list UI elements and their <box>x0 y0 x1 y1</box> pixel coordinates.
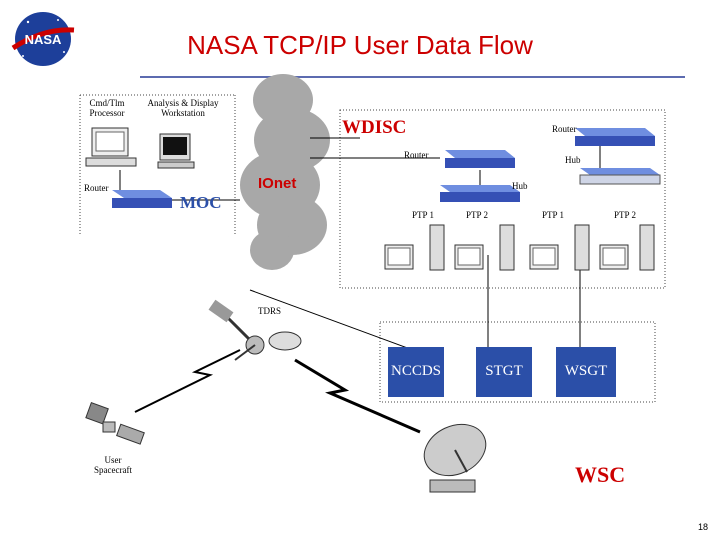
router-moc-label: Router <box>84 183 109 193</box>
wdisc-label: WDISC <box>342 117 407 138</box>
page-number: 18 <box>698 522 709 532</box>
wsc-dish-icon <box>423 423 487 493</box>
router-wdisc-right-icon <box>575 128 655 146</box>
router-wdisc-right-label: Router <box>552 124 577 134</box>
hub-left-label: Hub <box>512 181 528 191</box>
hub-right-label: Hub <box>565 155 581 165</box>
nasa-logo: NASA <box>11 12 75 66</box>
moc-label: MOC <box>180 193 222 212</box>
ptp2-a-label: PTP 2 <box>466 210 488 220</box>
nccds-box: NCCDS <box>388 347 444 397</box>
tdrs-label: TDRS <box>258 306 282 316</box>
router-moc-icon <box>112 190 172 208</box>
wsgt-box: WSGT <box>556 347 616 397</box>
ptp2-b-label: PTP 2 <box>614 210 636 220</box>
ionet-cloud <box>240 74 330 270</box>
workstation-computer-icon <box>157 133 195 169</box>
ptp1-a-label: PTP 1 <box>412 210 434 220</box>
ptp1-b-label: PTP 1 <box>542 210 564 220</box>
user-spacecraft-label: User Spacecraft <box>94 455 132 475</box>
tdrs-satellite-icon <box>208 299 302 361</box>
ptp-workstations <box>384 224 655 271</box>
logo-text: NASA <box>25 32 62 47</box>
hub-right-icon <box>579 168 661 185</box>
cmd-tlm-computer-icon <box>85 127 137 167</box>
analysis-label: Analysis & Display Workstation <box>147 98 219 118</box>
ionet-label: IOnet <box>258 175 297 192</box>
page-title: NASA TCP/IP User Data Flow <box>187 30 533 60</box>
wsc-label: WSC <box>575 462 626 487</box>
user-spacecraft-icon <box>85 402 145 445</box>
router-wdisc-left-label: Router <box>404 150 429 160</box>
hub-left-icon <box>440 185 520 202</box>
title-divider <box>140 76 685 78</box>
cmd-tlm-label: Cmd/Tlm Processor <box>89 98 125 118</box>
router-wdisc-left-icon <box>445 150 515 168</box>
stgt-box: STGT <box>476 347 532 397</box>
